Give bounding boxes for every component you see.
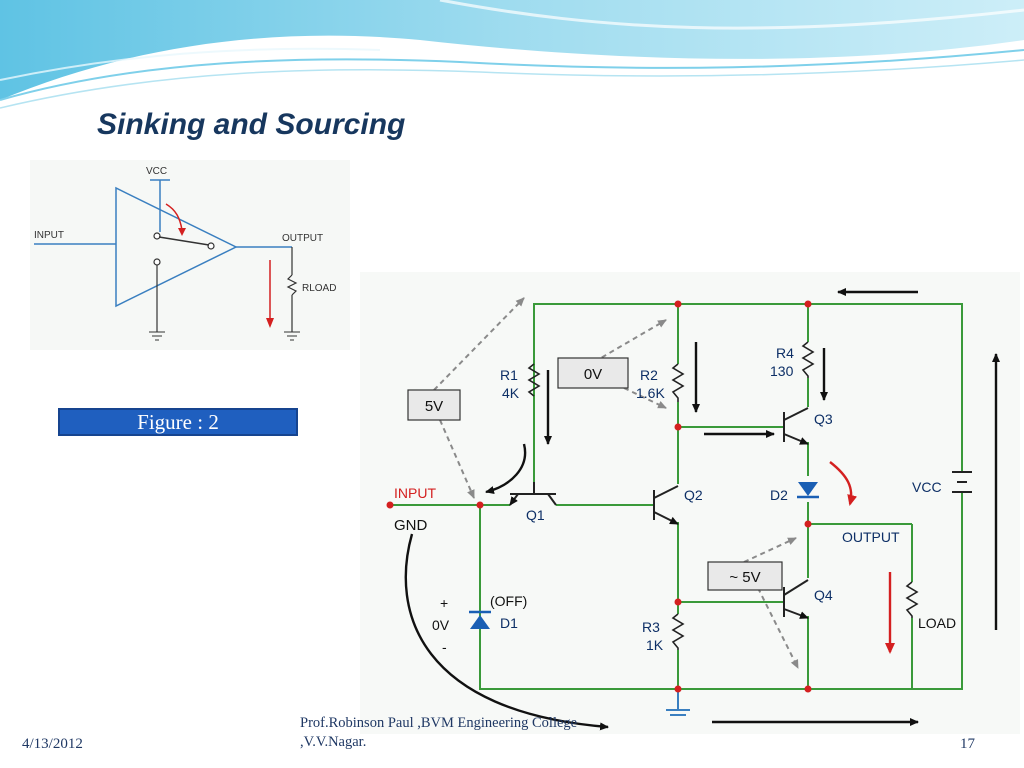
minus-sign: - (442, 639, 447, 655)
q2-label: Q2 (684, 487, 703, 503)
r2-name-label: R2 (640, 367, 658, 383)
footer-author-line1: Prof.Robinson Paul ,BVM Engineering Coll… (300, 715, 578, 731)
sink-source-block-diagram: VCC INPUT OUTPUT RLOAD (30, 160, 350, 350)
r1-value-label: 4K (502, 385, 520, 401)
ground-symbol-icon (284, 331, 300, 341)
slide-title: Sinking and Sourcing (97, 108, 406, 141)
footer-author-line2: ,V.V.Nagar. (300, 734, 367, 750)
fig1-output-label: OUTPUT (282, 233, 323, 244)
callout-0v: 0V (584, 366, 602, 383)
plus-sign: + (440, 595, 448, 611)
vcc-battery-icon (952, 471, 972, 493)
callout-approx-5v: ~ 5V (729, 569, 760, 586)
q1-label: Q1 (526, 507, 545, 523)
r1-name-label: R1 (500, 367, 518, 383)
diode-d1-icon (469, 610, 491, 629)
ttl-totem-pole-circuit: 5V 0V ~ 5V R1 4K R2 1.6K R4 130 R3 1K Q1… (360, 272, 1020, 734)
current-arrow-icon (178, 228, 186, 236)
input-label: INPUT (394, 485, 436, 501)
vcc-label: VCC (912, 479, 942, 495)
r4-name-label: R4 (776, 345, 794, 361)
ground-symbol-icon (149, 331, 165, 341)
d1-label: D1 (500, 615, 518, 631)
r3-value-label: 1K (646, 637, 664, 653)
footer-author: Prof.Robinson Paul ,BVM Engineering Coll… (300, 714, 577, 752)
current-arrow-icon (266, 318, 274, 328)
gnd-label: GND (394, 517, 428, 534)
zero-volt-label: 0V (432, 617, 450, 633)
output-label: OUTPUT (842, 529, 900, 545)
fig1-rload-label: RLOAD (302, 283, 336, 294)
callout-5v: 5V (425, 398, 443, 415)
footer-page-number: 17 (960, 736, 975, 752)
r4-value-label: 130 (770, 363, 794, 379)
r2-value-label: 1.6K (636, 385, 665, 401)
r3-name-label: R3 (642, 619, 660, 635)
d1-state-label: (OFF) (490, 593, 527, 609)
figure-caption: Figure : 2 (58, 408, 298, 436)
q4-label: Q4 (814, 587, 833, 603)
diode-d2-icon (797, 482, 819, 499)
footer-date: 4/13/2012 (22, 736, 83, 752)
fig1-vcc-label: VCC (146, 166, 167, 177)
load-label: LOAD (918, 615, 956, 631)
d2-label: D2 (770, 487, 788, 503)
fig1-input-label: INPUT (34, 230, 64, 241)
header-wave-banner (0, 0, 1024, 109)
q3-label: Q3 (814, 411, 833, 427)
